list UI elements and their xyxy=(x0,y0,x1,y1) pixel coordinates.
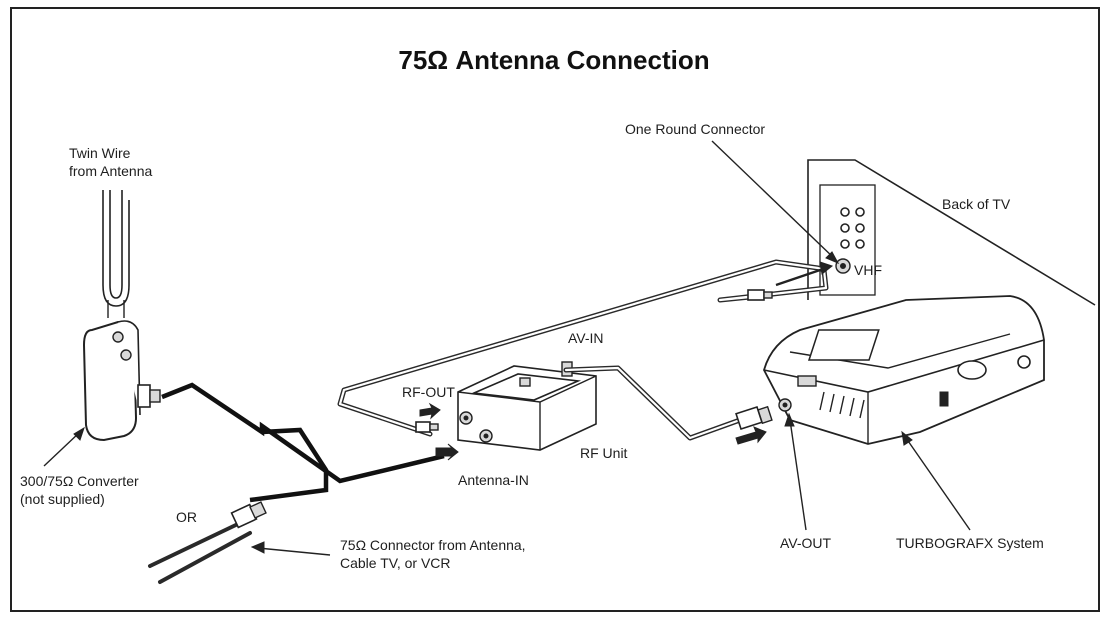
av-plug xyxy=(735,405,773,431)
one-round-connector-pointer xyxy=(711,140,837,261)
twin-wire-label-line1: Twin Wire xyxy=(69,145,131,161)
turbografx-arrowhead xyxy=(901,430,913,446)
or-label: OR xyxy=(176,509,197,525)
vhf-label: VHF xyxy=(854,262,882,278)
av-in-label: AV-IN xyxy=(568,330,604,346)
one-round-connector-arrowhead xyxy=(825,251,840,265)
connector-75-pointer xyxy=(257,547,331,556)
av-out-label: AV-OUT xyxy=(780,535,832,551)
vhf-round-connector xyxy=(835,258,851,274)
rf-out-label: RF-OUT xyxy=(402,384,455,400)
turbografx-console xyxy=(763,295,1045,445)
back-of-tv-label: Back of TV xyxy=(942,196,1011,212)
or-branch-cable xyxy=(249,427,329,503)
rf-out-plug xyxy=(415,421,439,433)
diagram-title: 75Ω Antenna Connection xyxy=(398,45,709,75)
connector-75-arrowhead xyxy=(250,541,265,554)
tv-back-panel xyxy=(807,159,1096,306)
console-vents xyxy=(819,391,865,419)
rf-unit xyxy=(457,361,597,451)
connector-75-ohm xyxy=(148,501,267,584)
converter-cable xyxy=(161,382,445,484)
connector-75-label-line1: 75Ω Connector from Antenna, xyxy=(340,537,526,553)
converter-arrowhead xyxy=(73,426,85,441)
tv-terminal-screws xyxy=(840,207,865,249)
turbografx-system-label: TURBOGRAFX System xyxy=(896,535,1044,551)
twin-wire xyxy=(102,190,130,318)
antenna-in-label: Antenna-IN xyxy=(458,472,529,488)
antenna-in-arrow xyxy=(435,443,459,461)
turbografx-pointer xyxy=(905,437,971,531)
rf-unit-label: RF Unit xyxy=(580,445,628,461)
vhf-plug-arrow-line xyxy=(775,266,827,287)
av-out-arrowhead xyxy=(784,412,795,427)
connector-75-label-line2: Cable TV, or VCR xyxy=(340,555,451,571)
diagram-frame xyxy=(10,7,1100,612)
av-plug-arrow xyxy=(735,426,767,445)
rf-out-arrow xyxy=(419,402,441,420)
converter-label-line1: 300/75Ω Converter xyxy=(20,473,139,489)
converter-pointer xyxy=(43,431,81,467)
converter-300-75 xyxy=(82,320,161,442)
converter-label-line2: (not supplied) xyxy=(20,491,105,507)
av-out-pointer xyxy=(789,419,807,531)
one-round-connector-label: One Round Connector xyxy=(625,121,765,137)
vhf-plug xyxy=(747,289,773,301)
twin-wire-label-line2: from Antenna xyxy=(69,163,152,179)
vhf-plug-arrowhead xyxy=(819,261,834,275)
